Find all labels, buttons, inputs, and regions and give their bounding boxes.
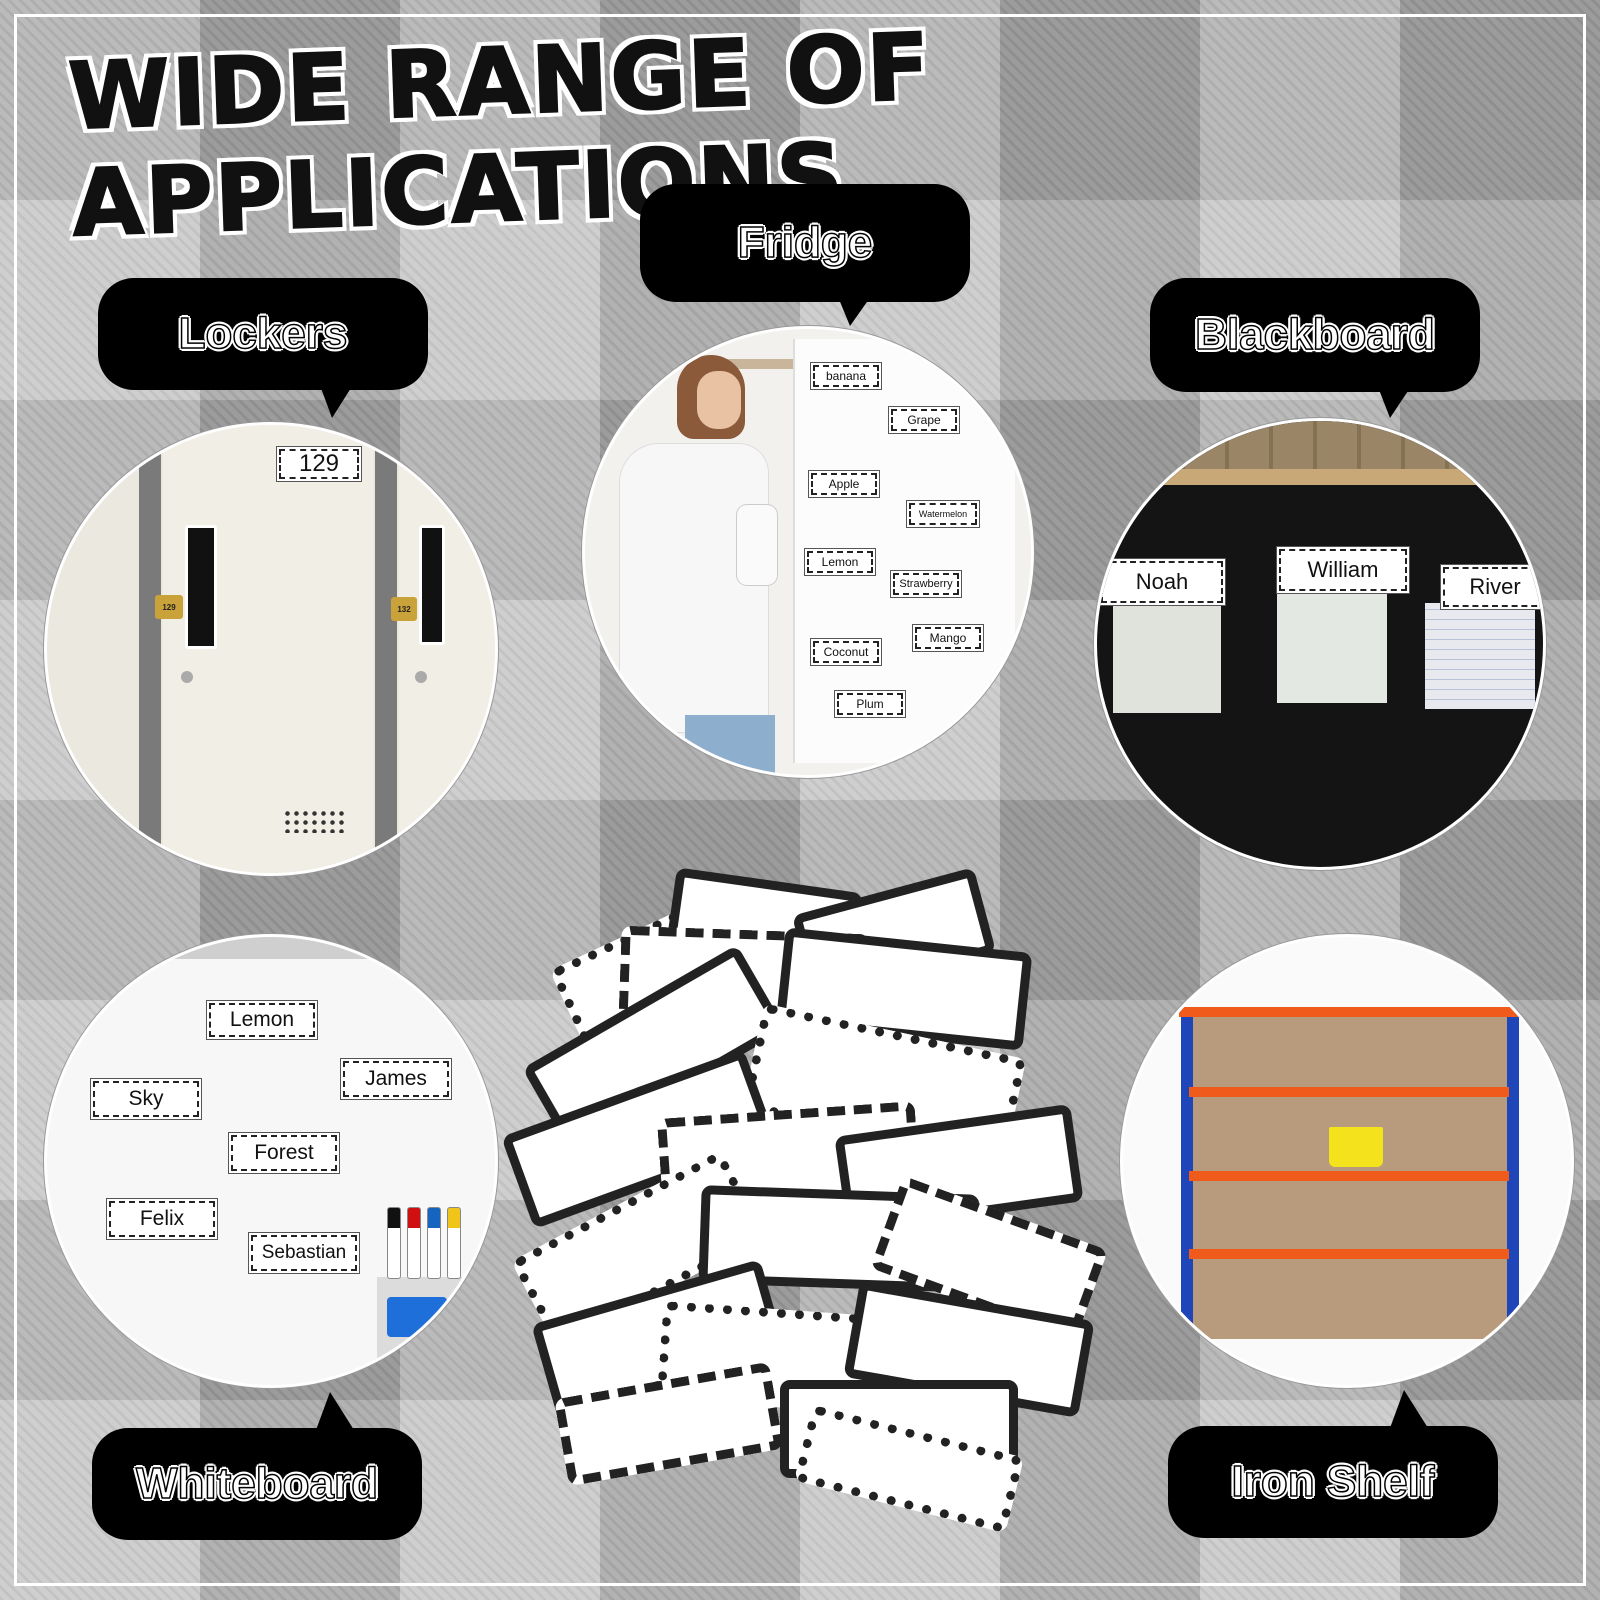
woman-jeans	[685, 715, 775, 775]
blackboard-bubble: Blackboard	[1150, 278, 1480, 392]
blackboard-photo: Noah William River	[1094, 418, 1546, 870]
whiteboard-bubble-tail	[316, 1392, 354, 1430]
fridge-label: Watermelon	[907, 501, 979, 527]
whiteboard-eraser	[387, 1297, 447, 1337]
whiteboard-label: Sky	[91, 1079, 201, 1119]
marker-yellow	[447, 1207, 461, 1279]
woman-shirt	[619, 443, 769, 733]
iron-shelf-bubble-label: Iron Shelf	[1231, 1456, 1435, 1507]
lockers-photo: 129 129 132	[44, 422, 498, 876]
fridge-label: Mango	[913, 625, 983, 651]
fridge-label: Coconut	[811, 639, 881, 665]
locker-number-label: 129	[277, 447, 361, 481]
locker-keyhole-right	[415, 671, 427, 683]
marker-red	[407, 1207, 421, 1279]
spray-bottle	[737, 505, 777, 585]
iron-shelf-photo	[1120, 934, 1574, 1388]
fridge-label: Grape	[889, 407, 959, 433]
shelf-post-right	[1507, 1013, 1519, 1343]
shelf-beam	[1189, 1249, 1509, 1259]
woman-face	[697, 371, 741, 429]
fridge-photo: banana Grape Apple Watermelon Lemon Stra…	[582, 326, 1034, 778]
fridge-label: banana	[811, 363, 881, 389]
kitchen-shelf	[705, 359, 815, 369]
padlock-left-number: 129	[162, 602, 176, 612]
whiteboard-label: Lemon	[207, 1001, 317, 1039]
shopping-basket	[1329, 1127, 1383, 1167]
lockers-bubble-tail	[318, 380, 356, 418]
fridge-label: Apple	[809, 471, 879, 497]
whiteboard-bubble: Whiteboard	[92, 1428, 422, 1540]
shelf-beam	[1189, 1087, 1509, 1097]
locker-keyhole-left	[181, 671, 193, 683]
locker-handle-left	[185, 525, 217, 649]
padlock-right: 132	[391, 597, 417, 621]
paper-sheet	[1277, 583, 1387, 703]
locker-door-right	[399, 425, 495, 873]
fridge-label: Plum	[835, 691, 905, 717]
wood-wall	[1097, 421, 1543, 471]
blackboard-label: William	[1277, 547, 1409, 593]
blackboard-label: Noah	[1099, 559, 1225, 605]
whiteboard-label: Forest	[229, 1133, 339, 1173]
fridge-label: Lemon	[805, 549, 875, 575]
fridge-bubble-tail	[836, 292, 874, 326]
whiteboard-photo: Lemon James Sky Forest Felix Sebastian	[44, 934, 498, 1388]
iron-shelf-bubble-tail	[1390, 1390, 1428, 1428]
marker-blue	[427, 1207, 441, 1279]
fridge-label: Strawberry	[891, 571, 961, 597]
whiteboard-label: Sebastian	[249, 1233, 359, 1273]
blackboard-bubble-label: Blackboard	[1194, 309, 1435, 360]
paper-sheet	[1113, 603, 1221, 713]
blackboard-label: River	[1441, 565, 1543, 609]
label-pile	[500, 860, 1109, 1534]
locker-door	[163, 425, 373, 873]
locker-handle-right	[419, 525, 445, 645]
padlock-left: 129	[155, 595, 183, 619]
locker-right-frame	[375, 445, 397, 865]
whiteboard-bubble-label: Whiteboard	[135, 1458, 378, 1509]
shelf-beam	[1179, 1007, 1521, 1017]
fridge-bubble: Fridge	[640, 184, 970, 302]
marker-black	[387, 1207, 401, 1279]
lined-paper-sheet	[1425, 603, 1535, 709]
wood-trim	[1097, 469, 1543, 485]
fridge-bubble-label: Fridge	[737, 217, 873, 268]
lockers-bubble-label: Lockers	[178, 308, 348, 359]
padlock-right-number: 132	[397, 604, 411, 614]
iron-shelf-bubble: Iron Shelf	[1168, 1426, 1498, 1538]
whiteboard-label: Felix	[107, 1199, 217, 1239]
lockers-bubble: Lockers	[98, 278, 428, 390]
locker-vent	[283, 809, 347, 833]
shelf-beam	[1189, 1171, 1509, 1181]
whiteboard-frame-top	[47, 937, 495, 959]
locker-left-frame	[139, 445, 161, 865]
whiteboard-label: James	[341, 1059, 451, 1099]
blackboard-bubble-tail	[1376, 382, 1414, 418]
